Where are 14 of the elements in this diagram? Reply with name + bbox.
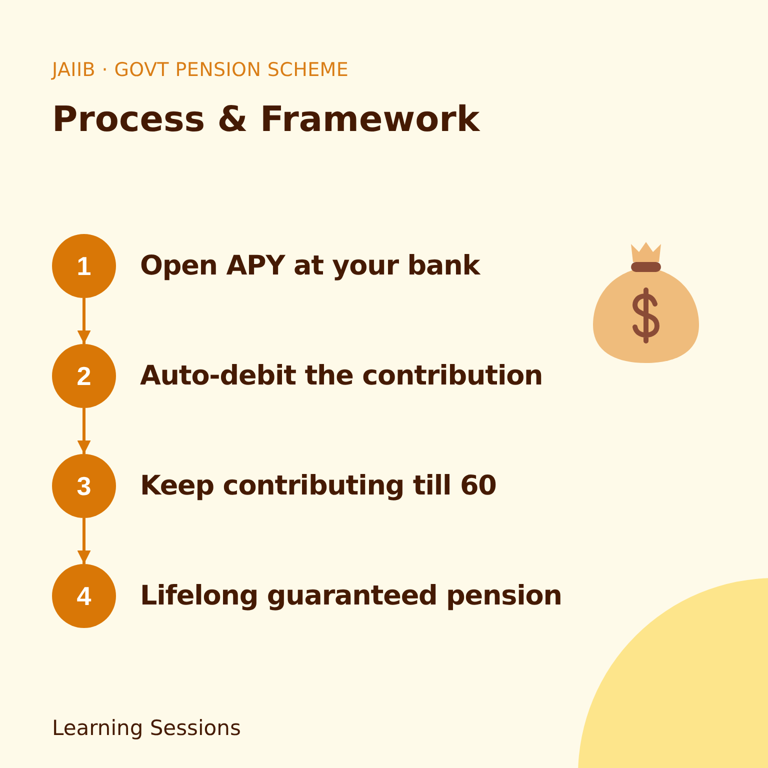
step-label: Lifelong guaranteed pension <box>140 580 562 612</box>
arrow <box>77 408 91 454</box>
footer-text: Learning Sessions <box>52 716 241 740</box>
step-circle: 1 <box>52 234 116 298</box>
step-circle: 4 <box>52 564 116 628</box>
step-circle: 3 <box>52 454 116 518</box>
page-title: Process & Framework <box>52 100 480 140</box>
arrow <box>77 518 91 564</box>
step-label: Auto-debit the contribution <box>140 360 543 392</box>
step-label: Keep contributing till 60 <box>140 470 496 502</box>
step-label: Open APY at your bank <box>140 250 480 282</box>
arrow <box>77 298 91 344</box>
step-circle: 2 <box>52 344 116 408</box>
category-label: JAIIB · GOVT PENSION SCHEME <box>52 59 349 81</box>
